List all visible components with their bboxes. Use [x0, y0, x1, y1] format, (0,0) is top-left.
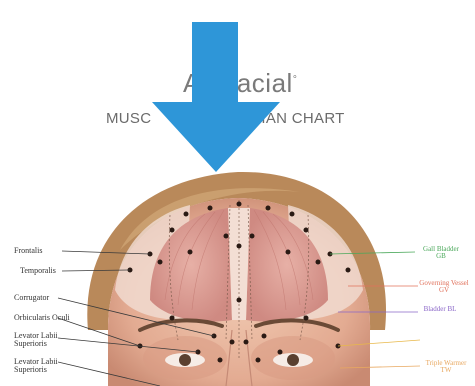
label-temporalis: Temporalis [20, 267, 56, 275]
label-corrugator: Corrugator [14, 294, 49, 302]
label-levator-labii-1: Levator Labii Superioris [14, 332, 62, 348]
arrow-down-icon [140, 20, 340, 176]
label-gall-bladder: Gall Bladder GB [418, 246, 464, 260]
label-frontalis: Frontalis [14, 247, 42, 255]
label-governing-vessel: Governing Vessel GV [418, 280, 470, 294]
label-levator-labii-2: Levator Labii Superioris [14, 358, 62, 374]
label-triple-warmer: Triple Warmer TW [424, 360, 468, 374]
label-orbicularis-oculi: Orbicularis Oculi [14, 314, 70, 322]
face-illustration [0, 150, 475, 386]
label-bladder: Bladder BL [420, 306, 460, 313]
